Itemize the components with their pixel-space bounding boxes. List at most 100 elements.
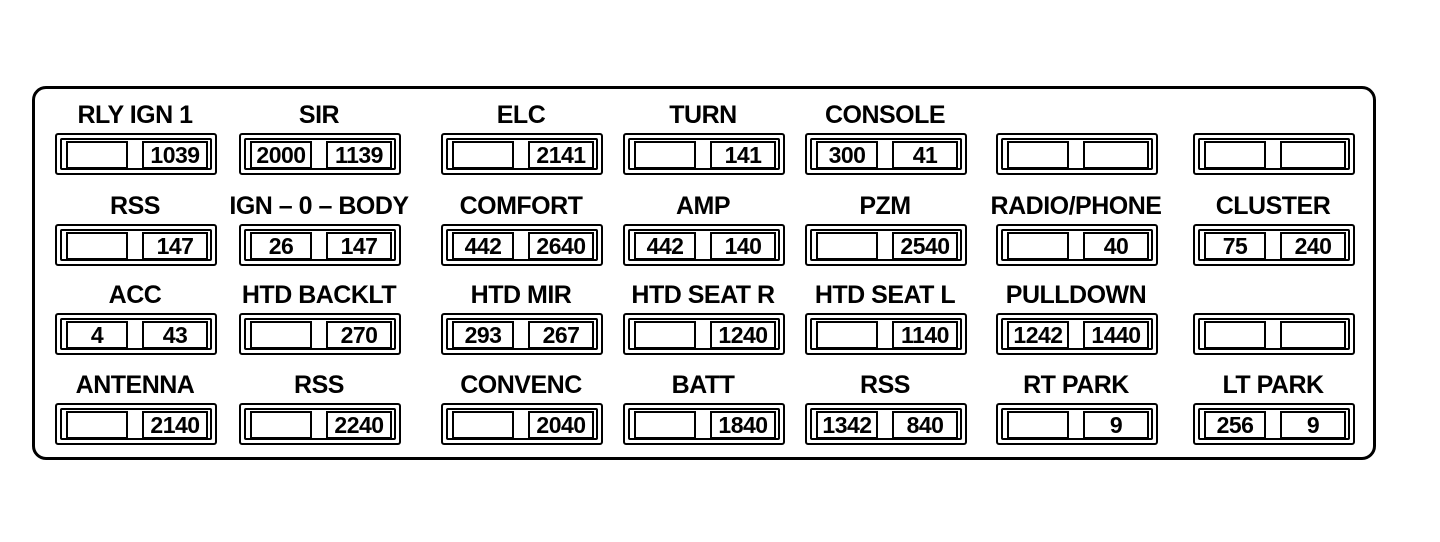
- relay-socket: 2141: [441, 133, 603, 175]
- relay-label: LT PARK: [1222, 371, 1324, 399]
- circuit-slot-right: 240: [1280, 232, 1346, 260]
- circuit-slot-left: [66, 141, 128, 169]
- relay-label: AMP: [675, 192, 731, 220]
- circuit-slot-left: 75: [1204, 232, 1266, 260]
- circuit-slot-right: 41: [892, 141, 958, 169]
- circuit-slot-left: [1007, 141, 1069, 169]
- socket-frame: [628, 408, 780, 440]
- relay-label: CLUSTER: [1215, 192, 1331, 220]
- circuit-slot-right: 2540: [892, 232, 958, 260]
- relay-socket: 40: [996, 224, 1158, 266]
- relay-label: TURN: [669, 101, 737, 129]
- relay-socket: 1140: [805, 313, 967, 355]
- circuit-slot-right: 9: [1083, 411, 1149, 439]
- relay-label: RSS: [294, 371, 344, 399]
- socket-frame: [60, 229, 212, 261]
- circuit-slot-left: [634, 141, 696, 169]
- socket-frame: [810, 229, 962, 261]
- relay-label: SIR: [298, 101, 340, 129]
- relay-socket: 26 147: [239, 224, 401, 266]
- socket-frame: [446, 408, 598, 440]
- socket-frame: [1198, 408, 1350, 440]
- relay-socket: [996, 133, 1158, 175]
- circuit-slot-left: 1342: [816, 411, 878, 439]
- relay-socket: 2540: [805, 224, 967, 266]
- circuit-slot-left: [452, 141, 514, 169]
- relay-label: PULLDOWN: [1005, 281, 1147, 309]
- circuit-slot-left: 442: [634, 232, 696, 260]
- relay-label: RSS: [110, 192, 160, 220]
- circuit-slot-left: [1204, 141, 1266, 169]
- circuit-slot-right: 2640: [528, 232, 594, 260]
- circuit-slot-right: 1840: [710, 411, 776, 439]
- socket-frame: [446, 229, 598, 261]
- socket-frame: [1001, 318, 1153, 350]
- circuit-slot-right: 1440: [1083, 321, 1149, 349]
- circuit-slot-right: [1280, 141, 1346, 169]
- circuit-slot-right: 140: [710, 232, 776, 260]
- socket-frame: [60, 408, 212, 440]
- relay-label: RADIO/PHONE: [990, 192, 1162, 220]
- circuit-slot-left: [1204, 321, 1266, 349]
- socket-frame: [244, 318, 396, 350]
- relay-socket: [1193, 313, 1355, 355]
- relay-label: COMFORT: [459, 192, 583, 220]
- relay-socket: 9: [996, 403, 1158, 445]
- relay-label: RLY IGN 1: [77, 101, 194, 129]
- socket-frame: [244, 229, 396, 261]
- circuit-slot-right: 147: [142, 232, 208, 260]
- circuit-slot-left: 4: [66, 321, 128, 349]
- circuit-slot-left: [816, 321, 878, 349]
- circuit-slot-right: 2040: [528, 411, 594, 439]
- relay-label: RT PARK: [1023, 371, 1129, 399]
- circuit-slot-right: 40: [1083, 232, 1149, 260]
- circuit-slot-right: 1140: [892, 321, 958, 349]
- socket-frame: [1001, 408, 1153, 440]
- circuit-slot-right: 2140: [142, 411, 208, 439]
- circuit-slot-left: [250, 321, 312, 349]
- socket-frame: [1001, 229, 1153, 261]
- socket-frame: [60, 138, 212, 170]
- relay-label: HTD MIR: [470, 281, 572, 309]
- relay-label: CONSOLE: [824, 101, 946, 129]
- circuit-slot-right: 270: [326, 321, 392, 349]
- relay-label: ACC: [108, 281, 162, 309]
- relay-label: ANTENNA: [75, 371, 195, 399]
- circuit-slot-right: 141: [710, 141, 776, 169]
- circuit-slot-left: 1242: [1007, 321, 1069, 349]
- socket-frame: [1198, 138, 1350, 170]
- relay-label: HTD SEAT L: [814, 281, 956, 309]
- socket-frame: [810, 318, 962, 350]
- socket-frame: [810, 138, 962, 170]
- relay-socket: 1240: [623, 313, 785, 355]
- relay-label: HTD SEAT R: [631, 281, 775, 309]
- socket-frame: [446, 318, 598, 350]
- relay-socket: 2140: [55, 403, 217, 445]
- relay-socket: 1242 1440: [996, 313, 1158, 355]
- relay-label: PZM: [859, 192, 911, 220]
- circuit-slot-right: 1139: [326, 141, 392, 169]
- circuit-slot-left: 293: [452, 321, 514, 349]
- relay-socket: 442 140: [623, 224, 785, 266]
- socket-frame: [244, 138, 396, 170]
- circuit-slot-left: [1007, 232, 1069, 260]
- socket-frame: [446, 138, 598, 170]
- circuit-slot-left: [66, 232, 128, 260]
- relay-label: ELC: [496, 101, 546, 129]
- circuit-slot-left: 256: [1204, 411, 1266, 439]
- circuit-slot-left: [634, 411, 696, 439]
- circuit-slot-right: 147: [326, 232, 392, 260]
- socket-frame: [1001, 138, 1153, 170]
- socket-frame: [244, 408, 396, 440]
- circuit-slot-left: 2000: [250, 141, 312, 169]
- circuit-slot-right: 1240: [710, 321, 776, 349]
- relay-label: CONVENC: [460, 371, 582, 399]
- circuit-slot-left: [250, 411, 312, 439]
- relay-socket: 75 240: [1193, 224, 1355, 266]
- circuit-slot-left: 26: [250, 232, 312, 260]
